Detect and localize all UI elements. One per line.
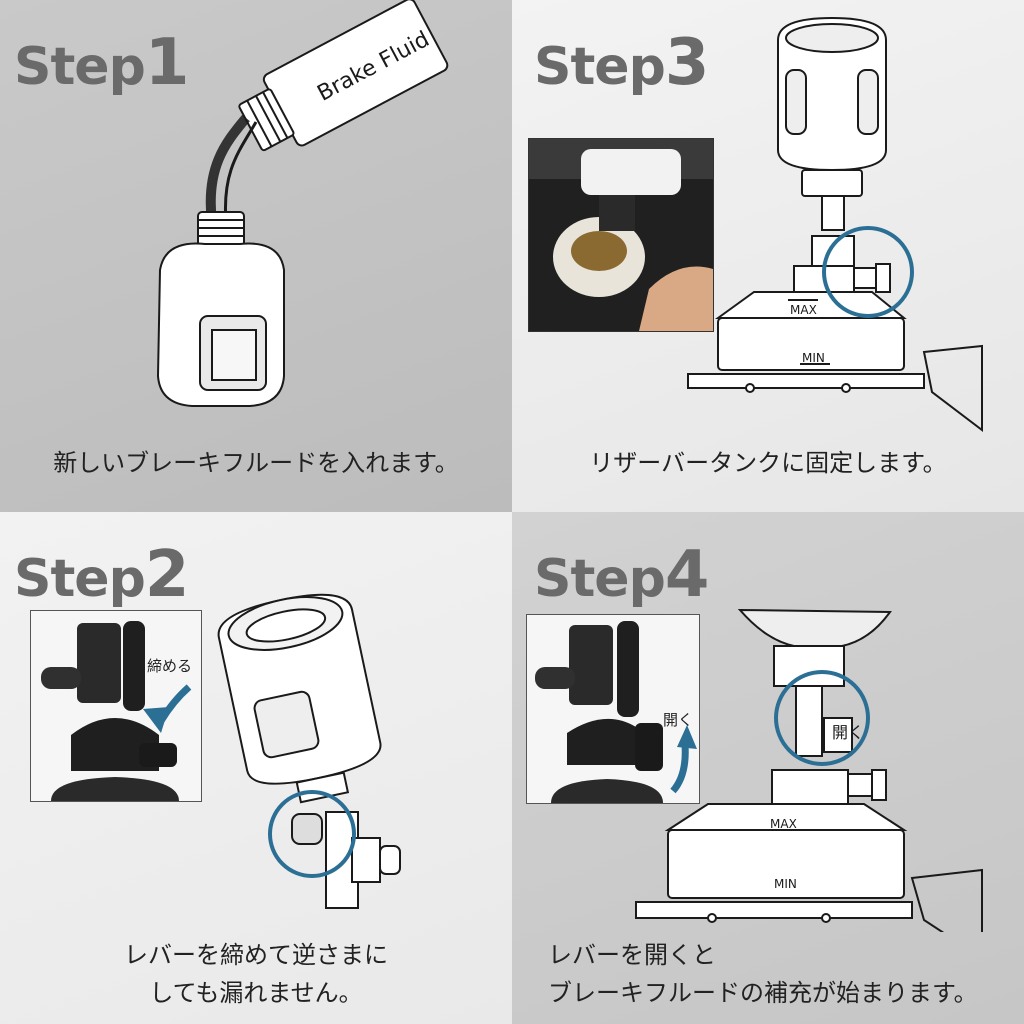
step-word: Step [534,37,666,97]
inverted-bottle-illustration [217,593,401,909]
highlight-circle [268,790,356,878]
step1-title: Step1 [14,26,190,100]
step-number: 4 [664,538,710,612]
caption-line: 新しいブレーキフルードを入れます。 [53,449,459,477]
step2-caption: レバーを締めて逆さまにしても漏れません。 [0,936,512,1012]
step-number: 1 [144,26,190,100]
refill-bottle-base [737,608,892,647]
pouring-bottle-illustration: Brake Fluid [156,0,449,407]
step3-caption: リザーバータンクに固定します。 [512,444,1024,482]
step-word: Step [534,549,666,609]
step2-title: Step2 [14,538,190,612]
step4-panel: Step4 開く [512,512,1024,1024]
step2-panel: Step2 締める [0,512,512,1024]
step1-caption: 新しいブレーキフルードを入れます。 [0,444,512,482]
max-label: MAX [790,303,817,317]
refilling-reservoir-illustration: MAX MIN 開く [635,608,983,932]
fluid-stream [205,114,250,223]
step4-caption: レバーを開くとブレーキフルードの補充が始まります。 [548,936,1018,1012]
step-word: Step [14,37,146,97]
step-number: 3 [664,26,710,100]
caption-line: リザーバータンクに固定します。 [589,449,947,477]
open-label: 開く [663,711,693,729]
max-label: MAX [770,817,797,831]
highlight-circle [822,226,914,318]
step3-panel: Step3 [512,0,1024,512]
circle-open-label: 開く [832,723,864,742]
min-label: MIN [774,877,797,891]
step4-title: Step4 [534,538,710,612]
step-word: Step [14,549,146,609]
step1-panel: Step1 Brake Fluid 新しい [0,0,512,512]
lever-open-photo: 開く [526,614,700,804]
caption-line: しても漏れません。 [149,979,363,1007]
min-label: MIN [802,351,825,365]
reservoir-install-photo [528,138,714,332]
caption-line: ブレーキフルードの補充が始まります。 [548,979,978,1007]
caption-line: レバーを開くと [548,941,716,969]
refill-bottle [777,16,887,172]
caption-line: レバーを締めて逆さまに [124,941,388,969]
reservoir-install-illustration: MAX MIN [687,16,983,433]
lever-close-photo: 締める [30,610,202,802]
highlight-circle [774,670,870,766]
tighten-label: 締める [147,657,192,675]
step-number: 2 [144,538,190,612]
step3-title: Step3 [534,26,710,100]
